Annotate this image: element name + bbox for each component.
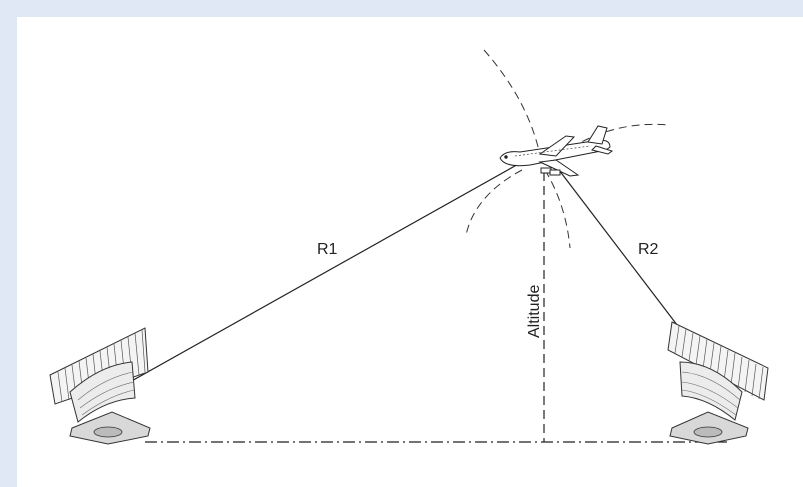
altitude-label: Altitude xyxy=(526,285,543,338)
arc-upper-left xyxy=(483,49,541,156)
r1-line xyxy=(111,161,523,393)
arc-lower-left xyxy=(465,169,523,236)
r1-label: R1 xyxy=(317,241,338,258)
arc-lower-right xyxy=(544,169,571,249)
right-radar-antenna-icon xyxy=(667,321,769,445)
dashed-arcs xyxy=(465,49,669,249)
aircraft-icon xyxy=(499,125,614,177)
arc-right xyxy=(559,123,669,156)
diagram-panel xyxy=(17,17,803,487)
r2-label: R2 xyxy=(638,241,659,258)
left-radar-antenna-icon xyxy=(49,327,151,445)
